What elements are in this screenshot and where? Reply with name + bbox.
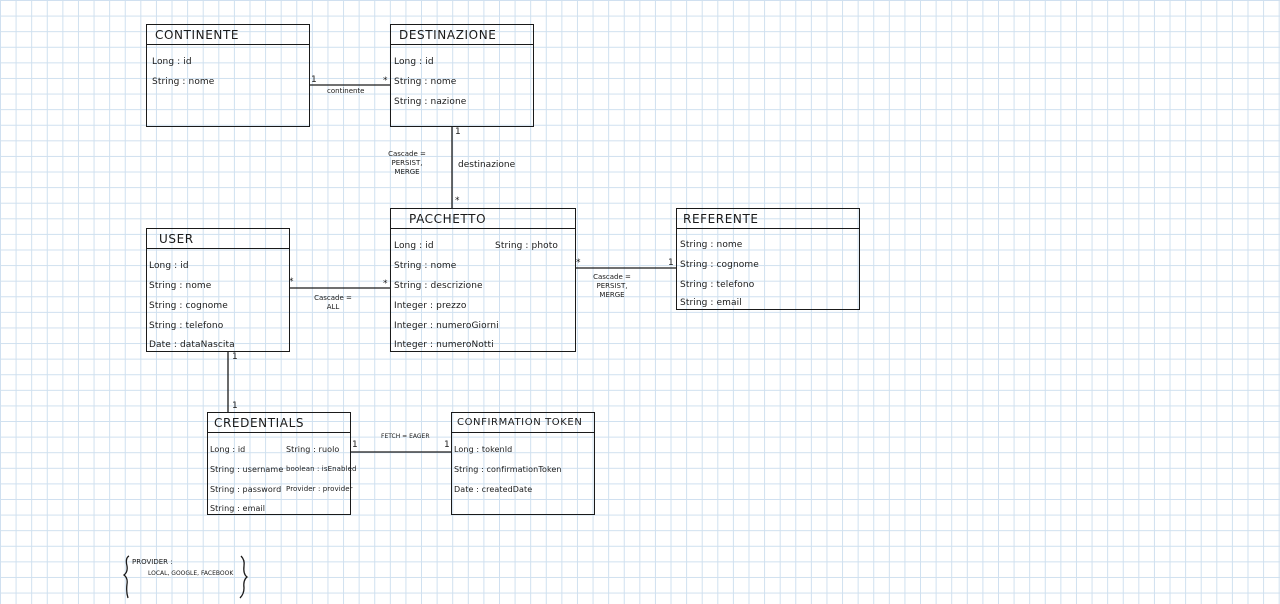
multiplicity: 1 (232, 352, 238, 362)
attribute: Long : id (149, 261, 189, 271)
attribute: String : descrizione (394, 281, 483, 291)
cascade-line: MERGE (599, 291, 625, 299)
attribute: String : nome (149, 281, 212, 291)
cascade-line: ALL (326, 303, 340, 311)
attribute: String : cognome (680, 260, 759, 270)
provider-brace-right (239, 555, 249, 599)
attribute: String : email (210, 504, 266, 513)
entity-pacchetto[interactable]: PACCHETTO Long : id String : photo Strin… (390, 208, 576, 352)
attribute: Date : dataNascita (149, 340, 235, 350)
cascade-line: PERSIST, (391, 159, 423, 167)
attribute: String : password (210, 485, 282, 494)
attribute: Integer : numeroNotti (394, 340, 494, 350)
attribute: Long : id (394, 57, 434, 67)
entity-destinazione[interactable]: DESTINAZIONE Long : id String : nome Str… (390, 24, 534, 127)
multiplicity: 1 (232, 401, 238, 411)
multiplicity: * (289, 277, 294, 287)
multiplicity: * (576, 258, 581, 268)
attribute: Date : createdDate (454, 485, 533, 494)
multiplicity: 1 (455, 127, 461, 137)
multiplicity: 1 (311, 75, 317, 85)
attribute: String : cognome (149, 301, 228, 311)
entity-title: CONTINENTE (147, 25, 309, 45)
cascade-line: MERGE (394, 168, 420, 176)
attribute: String : telefono (680, 280, 755, 290)
cascade-line: PERSIST, (596, 282, 628, 290)
cascade-label-referente: Cascade = PERSIST, MERGE (590, 273, 634, 300)
attribute: Integer : prezzo (394, 301, 467, 311)
multiplicity: * (383, 279, 388, 289)
entity-title: USER (147, 229, 289, 249)
multiplicity: * (383, 76, 388, 86)
multiplicity: 1 (352, 440, 358, 450)
cascade-line: Cascade = (314, 294, 352, 302)
attribute: String : nome (152, 77, 215, 87)
attribute: String : confirmationToken (454, 465, 562, 474)
entity-title: DESTINAZIONE (391, 25, 533, 45)
attribute: String : email (680, 298, 742, 308)
multiplicity: 1 (444, 440, 450, 450)
entity-title: CREDENTIALS (208, 413, 350, 433)
entity-title: PACCHETTO (391, 209, 575, 229)
multiplicity: * (455, 196, 460, 206)
attribute: Integer : numeroGiorni (394, 321, 499, 331)
entity-title: REFERENTE (677, 209, 859, 229)
fetch-label-credentials: FETCH = EAGER (381, 433, 430, 440)
attribute: String : username (210, 465, 284, 474)
provider-note-title: PROVIDER : (132, 558, 173, 566)
attribute: String : photo (495, 241, 558, 251)
attribute: String : nome (394, 77, 457, 87)
attribute: String : nome (680, 240, 743, 250)
attribute: Provider : provider (286, 485, 353, 493)
attribute: String : nazione (394, 97, 467, 107)
attribute: String : telefono (149, 321, 224, 331)
relation-label-destinazione: destinazione (458, 160, 516, 170)
entity-user[interactable]: USER Long : id String : nome String : co… (146, 228, 290, 352)
attribute: boolean : isEnabled (286, 465, 357, 473)
multiplicity: 1 (668, 258, 674, 268)
entity-credentials[interactable]: CREDENTIALS Long : id String : username … (207, 412, 356, 515)
provider-note: PROVIDER : LOCAL, GOOGLE, FACEBOOK (132, 557, 233, 579)
cascade-line: Cascade = (388, 150, 426, 158)
attribute: String : nome (394, 261, 457, 271)
relation-label-continente: continente (327, 87, 365, 95)
entity-referente[interactable]: REFERENTE String : nome String : cognome… (676, 208, 860, 310)
entity-title: CONFIRMATION TOKEN (452, 413, 594, 433)
cascade-label-user: Cascade = ALL (310, 294, 356, 312)
cascade-line: Cascade = (593, 273, 631, 281)
cascade-label-destinazione: Cascade = PERSIST, MERGE (386, 150, 428, 177)
attribute: Long : id (394, 241, 434, 251)
entity-continente[interactable]: CONTINENTE Long : id String : nome (146, 24, 310, 127)
attribute: Long : id (152, 57, 192, 67)
attribute: String : ruolo (286, 445, 340, 454)
attribute: Long : id (210, 445, 246, 454)
attribute: Long : tokenId (454, 445, 513, 454)
provider-note-values: LOCAL, GOOGLE, FACEBOOK (148, 570, 234, 577)
provider-brace-left (122, 555, 130, 599)
entity-confirmation-token[interactable]: CONFIRMATION TOKEN Long : tokenId String… (451, 412, 595, 515)
